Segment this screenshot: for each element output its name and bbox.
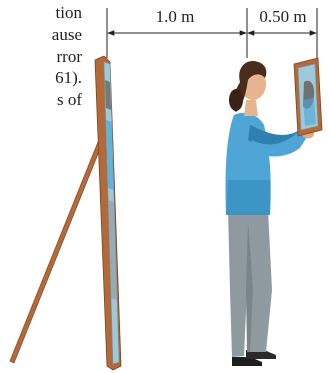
- handheld-mirror: [293, 57, 323, 137]
- right-shoe: [232, 357, 262, 366]
- easel-leg: [9, 136, 105, 364]
- dimension-lines: 1.0 m 0.50 m: [106, 5, 318, 58]
- cropped-text-column: tion ause rror 61). s of: [0, 0, 94, 200]
- text-line-3: rror: [56, 47, 82, 66]
- woman-figure: [225, 60, 319, 366]
- text-line-5: s of: [56, 90, 82, 109]
- neck: [244, 100, 258, 116]
- standing-mirror: [9, 55, 122, 371]
- left-shoe: [246, 350, 276, 359]
- left-distance-label: 1.0 m: [156, 7, 195, 26]
- text-line-1: tion: [55, 3, 82, 22]
- text-line-2: ause: [51, 25, 82, 44]
- text-line-4: 61).: [55, 68, 82, 87]
- right-distance-label: 0.50 m: [259, 7, 306, 26]
